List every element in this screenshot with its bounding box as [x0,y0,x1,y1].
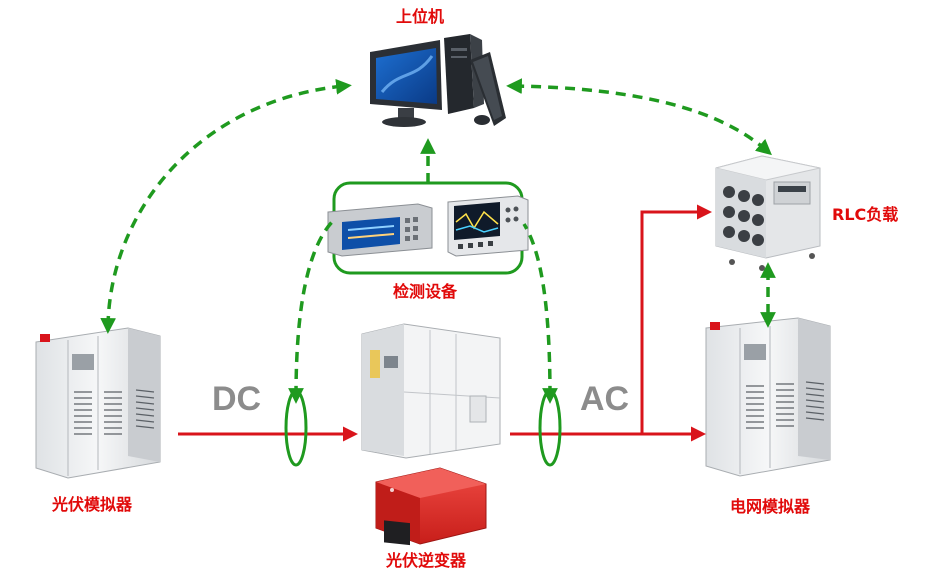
pv-inverter-label: 光伏逆变器 [385,551,467,570]
comm-pv-host [100,78,352,334]
rlc-load-label: RLC负载 [832,205,898,224]
comm-dc-probe [288,220,334,404]
load-bank-icon [715,155,821,271]
ac-probe-ring [538,389,562,467]
desktop-computer-icon [370,34,506,127]
inverter-cabinet-icon [361,323,501,459]
oscilloscope-icon [447,195,529,257]
grid-simulator: 电网模拟器 [705,317,831,516]
power-analyzer-icon [327,203,433,257]
pv-simulator: 光伏模拟器 [35,327,161,514]
ac-label: AC [580,380,629,418]
power-lines [178,204,712,442]
comm-host-rlc [506,78,772,156]
grid-simulator-label: 电网模拟器 [730,497,811,516]
rlc-power-line [640,204,712,434]
test-equipment: 检测设备 [327,181,529,301]
comm-links [100,78,776,404]
host-pc-label: 上位机 [396,7,444,26]
inverter-cabinet [361,323,501,459]
string-inverter-icon [375,467,487,546]
power-cabinet-icon [35,327,161,479]
dc-label: DC [212,380,261,418]
pv-inverter: 光伏逆变器 [375,467,487,570]
host-pc: 上位机 [370,7,506,127]
rlc-load: RLC负载 [715,155,898,271]
test-equipment-label: 检测设备 [393,282,458,301]
dc-probe-ring [284,389,308,467]
pv-simulator-label: 光伏模拟器 [51,495,133,514]
power-cabinet-icon [705,317,831,477]
